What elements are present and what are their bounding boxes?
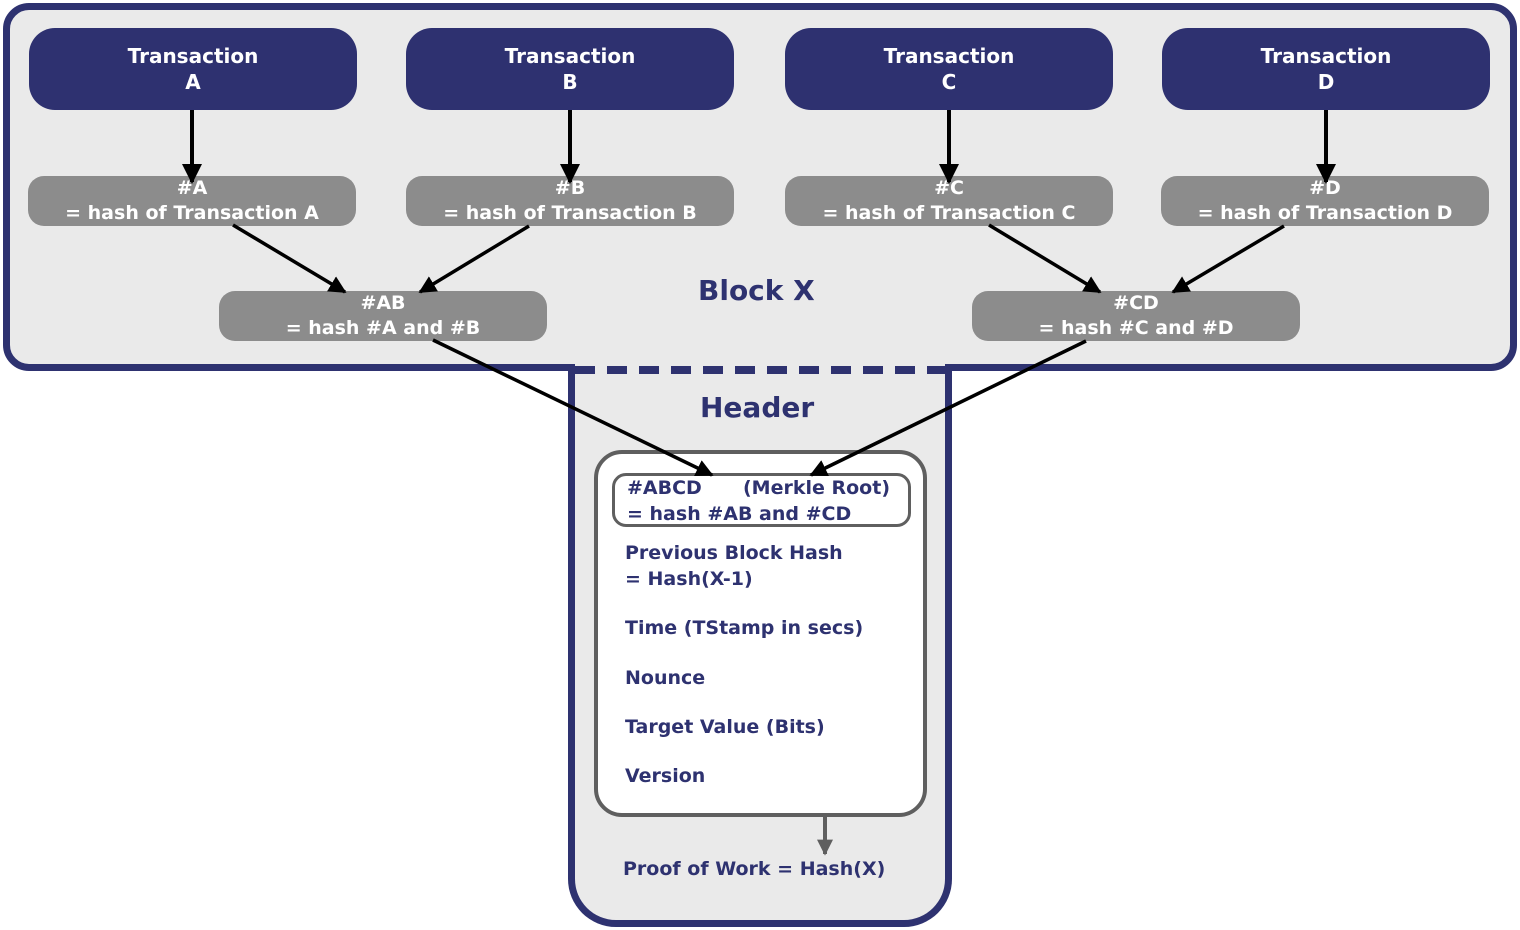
hash-desc: = hash of Transaction D: [1197, 202, 1453, 224]
hash-node-d: #D = hash of Transaction D: [1161, 176, 1489, 226]
hash-label: #C: [934, 177, 964, 199]
hash-node-cd: #CD = hash #C and #D: [972, 291, 1300, 341]
hash-desc: = hash of Transaction C: [822, 202, 1076, 224]
hash-label: #B: [554, 177, 586, 199]
field-version: Version: [625, 765, 706, 787]
hash-label: #A: [176, 177, 208, 199]
transaction-id: A: [185, 70, 201, 94]
merkle-root-label: #ABCD: [627, 477, 702, 499]
hash-node-b: #B = hash of Transaction B: [406, 176, 734, 226]
transaction-label: Transaction: [1260, 44, 1392, 68]
field-time: Time (TStamp in secs): [625, 617, 864, 639]
hash-desc: = hash of Transaction B: [443, 202, 697, 224]
transaction-id: C: [941, 70, 957, 94]
merkle-root-formula: = hash #AB and #CD: [627, 503, 852, 525]
hash-node-a: #A = hash of Transaction A: [28, 176, 356, 226]
hash-desc: = hash of Transaction A: [65, 202, 319, 224]
hash-label: #D: [1309, 177, 1341, 199]
transaction-node-c: Transaction C: [785, 28, 1113, 110]
transaction-label: Transaction: [883, 44, 1015, 68]
hash-label: #CD: [1113, 292, 1159, 314]
field-previous-block-hash-formula: = Hash(X-1): [625, 568, 753, 590]
hash-node-ab: #AB = hash #A and #B: [219, 291, 547, 341]
hash-desc: = hash #C and #D: [1038, 317, 1234, 339]
proof-of-work-label: Proof of Work = Hash(X): [623, 858, 886, 880]
block-title: Block X: [698, 274, 815, 307]
field-previous-block-hash: Previous Block Hash: [625, 542, 843, 564]
transaction-node-d: Transaction D: [1162, 28, 1490, 110]
hash-node-c: #C = hash of Transaction C: [785, 176, 1113, 226]
header-title: Header: [700, 391, 815, 424]
transaction-label: Transaction: [127, 44, 259, 68]
transaction-label: Transaction: [504, 44, 636, 68]
field-nounce: Nounce: [625, 667, 706, 689]
field-target-value: Target Value (Bits): [625, 716, 825, 738]
transaction-id: D: [1317, 70, 1335, 94]
merkle-root-box: [612, 473, 911, 527]
merkle-root-note: (Merkle Root): [743, 477, 890, 499]
header-divider-dashed: [575, 366, 945, 374]
transaction-id: B: [562, 70, 578, 94]
transaction-node-b: Transaction B: [406, 28, 734, 110]
hash-desc: = hash #A and #B: [285, 317, 481, 339]
hash-label: #AB: [360, 292, 406, 314]
transaction-node-a: Transaction A: [29, 28, 357, 110]
